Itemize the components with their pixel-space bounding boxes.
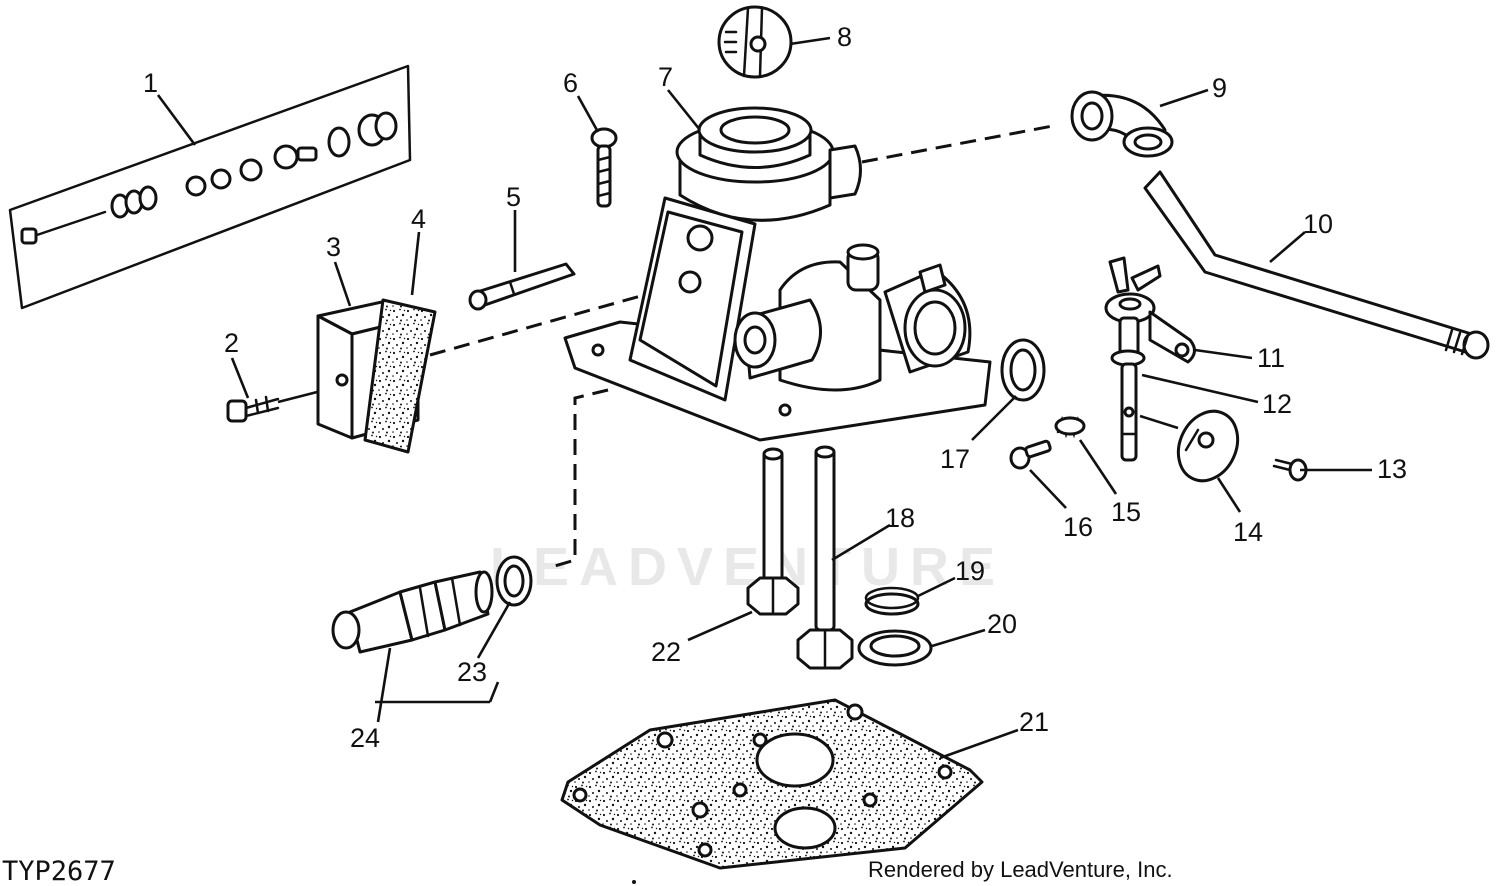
callout-2: 2 bbox=[224, 328, 239, 358]
render-credit: Rendered by LeadVenture, Inc. bbox=[868, 857, 1173, 882]
part-8-cap bbox=[717, 5, 793, 79]
speck bbox=[632, 880, 636, 884]
alignment-line-24 bbox=[547, 388, 609, 570]
callout-20: 20 bbox=[987, 609, 1017, 639]
part-13-screw bbox=[1272, 458, 1308, 482]
callout-6: 6 bbox=[563, 68, 578, 98]
callout-21: 21 bbox=[1019, 707, 1049, 737]
alignment-line-4 bbox=[429, 290, 656, 357]
figure-id: TYP2677 bbox=[2, 856, 116, 886]
leader-lines bbox=[156, 36, 1372, 760]
leader-shaft-plate bbox=[1139, 414, 1179, 430]
callout-23: 23 bbox=[457, 657, 487, 687]
part-24-valve bbox=[331, 570, 494, 654]
callout-4: 4 bbox=[411, 204, 426, 234]
callout-1: 1 bbox=[143, 68, 158, 98]
callout-11: 11 bbox=[1257, 343, 1285, 373]
part-1-repair-kit bbox=[8, 64, 412, 310]
callout-7: 7 bbox=[658, 62, 673, 92]
part-14-plate bbox=[1176, 409, 1240, 483]
part-7-body bbox=[563, 106, 992, 442]
part-10-tube bbox=[1143, 170, 1490, 360]
part-23-oring bbox=[495, 555, 533, 607]
callout-19: 19 bbox=[955, 556, 985, 586]
callout-5: 5 bbox=[506, 182, 521, 212]
callout-9: 9 bbox=[1212, 73, 1227, 103]
callout-12: 12 bbox=[1262, 389, 1292, 419]
part-6-screw bbox=[590, 127, 618, 208]
part-18-bolt bbox=[796, 445, 854, 670]
callout-24: 24 bbox=[350, 723, 380, 753]
part-19-ring bbox=[864, 586, 920, 616]
part-12-shaft bbox=[1110, 316, 1146, 462]
part-20-ring bbox=[857, 629, 933, 667]
part-22-bolt bbox=[746, 447, 800, 616]
callout-13: 13 bbox=[1377, 454, 1407, 484]
callout-18: 18 bbox=[885, 503, 915, 533]
callout-14: 14 bbox=[1233, 517, 1263, 547]
part-2-screw bbox=[226, 388, 326, 423]
part-9-elbow bbox=[1070, 90, 1174, 158]
part-15-spring bbox=[1054, 415, 1086, 439]
callout-3: 3 bbox=[326, 232, 341, 262]
part-11-arm bbox=[1104, 256, 1196, 364]
part-17-seal bbox=[1000, 338, 1046, 402]
callout-17: 17 bbox=[940, 444, 970, 474]
callout-8: 8 bbox=[837, 22, 852, 52]
callout-15: 15 bbox=[1111, 497, 1141, 527]
callout-10: 10 bbox=[1303, 209, 1333, 239]
part-16-screw bbox=[1009, 439, 1052, 470]
callout-16: 16 bbox=[1063, 512, 1093, 542]
part-21-gasket bbox=[560, 698, 984, 870]
callout-numbers: 1 2 3 4 5 6 7 8 9 10 11 12 13 14 15 16 1… bbox=[143, 22, 1407, 753]
part-5-pin bbox=[468, 262, 576, 311]
part-4-gasket bbox=[363, 298, 437, 454]
alignment-line-9 bbox=[861, 123, 1059, 164]
callout-22: 22 bbox=[651, 637, 681, 667]
